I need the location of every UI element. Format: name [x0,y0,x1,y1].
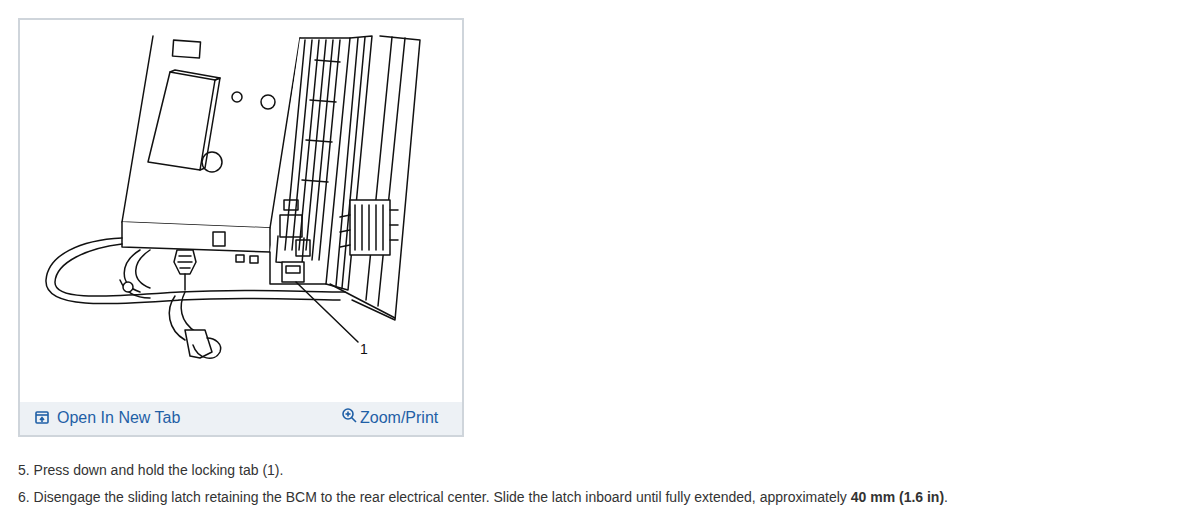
zoom-icon [343,409,356,422]
figure-toolbar [20,402,462,435]
instruction-step: 5. Press down and hold the locking tab (… [18,462,283,478]
bcm-drawing [46,36,420,358]
instruction-text: . [944,489,948,505]
instruction-step: 6. Disengage the sliding latch retaining… [18,489,948,505]
callout-number: 1 [360,341,368,357]
new-tab-icon [36,412,48,423]
toolbar-link: Zoom/Print [360,409,438,427]
dimension: 40 mm (1.6 in) [851,489,944,505]
figure-frame [19,19,463,436]
toolbar-link: Open In New Tab [57,409,180,427]
instruction-text: 5. Press down and hold the locking tab (… [18,462,283,478]
instruction-text: 6. Disengage the sliding latch retaining… [18,489,847,505]
